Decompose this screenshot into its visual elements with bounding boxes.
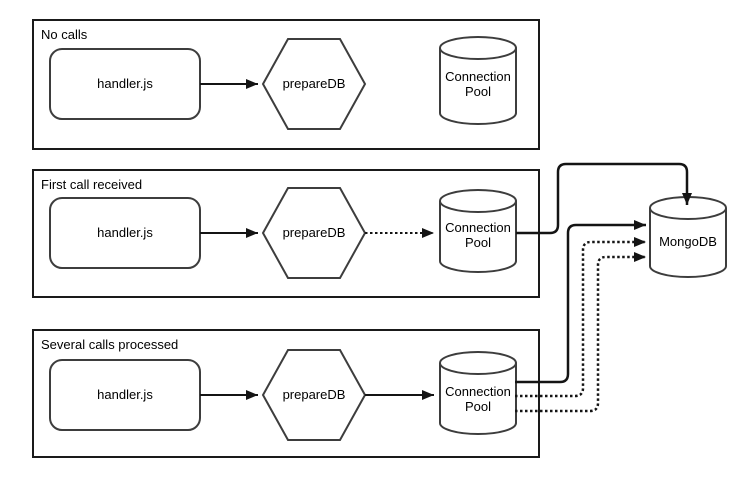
handler-js-label: handler.js	[97, 225, 153, 240]
panel-title: First call received	[41, 177, 142, 192]
panel-first-call-received: First call received handler.js prepareDB…	[32, 169, 540, 298]
panel-title: No calls	[41, 27, 88, 42]
connector-pool-p2-to-mongodb-top	[516, 162, 692, 235]
connection-pool-label-line1: Connection	[445, 69, 511, 84]
connection-pool-label-line2: Pool	[465, 84, 491, 99]
connection-pool-cylinder	[439, 189, 517, 273]
preparedb-hexagon	[261, 38, 367, 130]
handler-js-label: handler.js	[97, 387, 153, 402]
connection-pool-label-line2: Pool	[465, 235, 491, 250]
panel-several-calls-border	[32, 329, 540, 458]
connector-pool-p3-to-mongodb-solid	[515, 220, 646, 384]
preparedb-label: prepareDB	[283, 225, 346, 240]
connection-pool-cylinder	[439, 36, 517, 125]
connection-pool-label-line1: Connection	[445, 384, 511, 399]
connection-pool-label-line2: Pool	[465, 399, 491, 414]
panel-several-calls-processed: Several calls processed handler.js prepa…	[32, 329, 540, 458]
mongodb-label: MongoDB	[659, 234, 717, 249]
connector-pool-p3-to-mongodb-dashed-1	[515, 237, 646, 398]
connector-pool-p3-to-mongodb-dashed-2	[515, 252, 646, 413]
panel-no-calls-border	[32, 19, 540, 150]
preparedb-label: prepareDB	[283, 387, 346, 402]
mongodb-cylinder: MongoDB	[649, 196, 727, 278]
panel-no-calls: No calls handler.js prepareDB Connection…	[32, 19, 540, 150]
connection-pool-cylinder	[439, 351, 517, 435]
preparedb-label: prepareDB	[283, 76, 346, 91]
handler-js-label: handler.js	[97, 76, 153, 91]
connection-pool-label-line1: Connection	[445, 220, 511, 235]
panel-title: Several calls processed	[41, 337, 178, 352]
